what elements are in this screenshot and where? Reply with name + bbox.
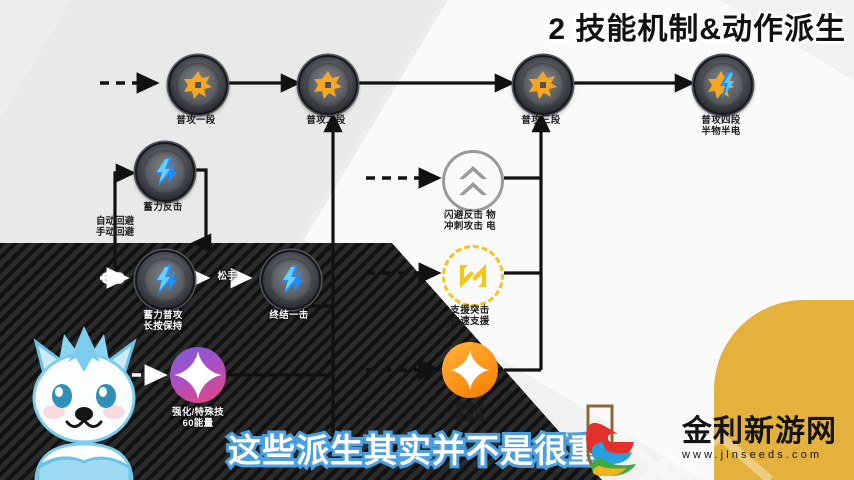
node-label: 普攻四段 半物半电 [701,115,741,137]
node-disc [442,245,504,307]
node-disc [298,55,358,115]
node-label: 终结一击 [269,310,309,321]
node-disc [168,55,228,115]
node-label: 连携技 终极技 [455,402,485,424]
blue-lightning-icon [282,265,303,295]
chevron-up-icon [459,166,487,195]
node-disc [261,250,321,310]
watermark: 金利新游网 www.jlnseeds.com [582,400,850,478]
node-label: 普攻二段 [306,115,346,126]
four-point-star-icon [450,350,490,390]
node-label: 普攻三段 [521,115,561,126]
page-title: 2 技能机制&动作派生 [546,4,848,49]
node-disc [170,347,226,403]
node-label: 支援突击 快速支援 [450,305,490,327]
node-label: 普攻一段 [176,115,216,126]
edge-label-evade: 自动回避 手动回避 [95,216,134,238]
swap-arrows-icon [459,263,487,289]
mascot-wolf-illustration [32,326,137,480]
node-disc [442,342,498,398]
node-label: 蓄力普攻 长按保持 [143,310,183,332]
site-logo-icon [586,404,636,476]
blue-lightning-icon [156,157,177,187]
node-disc [135,250,195,310]
node-label: 蓄力反击 [143,202,183,213]
orange-burst-icon [529,71,557,99]
blue-lightning-icon [156,265,177,295]
node-label: 强化/特殊技 60能量 [172,407,224,429]
node-disc [693,55,753,115]
subtitle-caption: 这些派生其实并不是很重 [225,429,604,472]
four-point-star-icon [174,351,222,399]
edge-label-release: 松手 [217,271,237,282]
watermark-site-name: 金利新游网 [682,415,837,448]
gold-corner-shape [714,300,854,480]
orange-burst-icon [314,71,342,99]
watermark-site-url: www.jlnseeds.com [682,449,823,461]
node-disc [513,55,573,115]
page-title-text: 2 技能机制&动作派生 [546,11,848,49]
burst-lightning-icon [708,71,734,99]
node-label: 闪避反击 物 冲刺攻击 电 [444,210,496,232]
node-disc [135,142,195,202]
orange-burst-icon [184,71,212,99]
node-disc [442,150,504,212]
